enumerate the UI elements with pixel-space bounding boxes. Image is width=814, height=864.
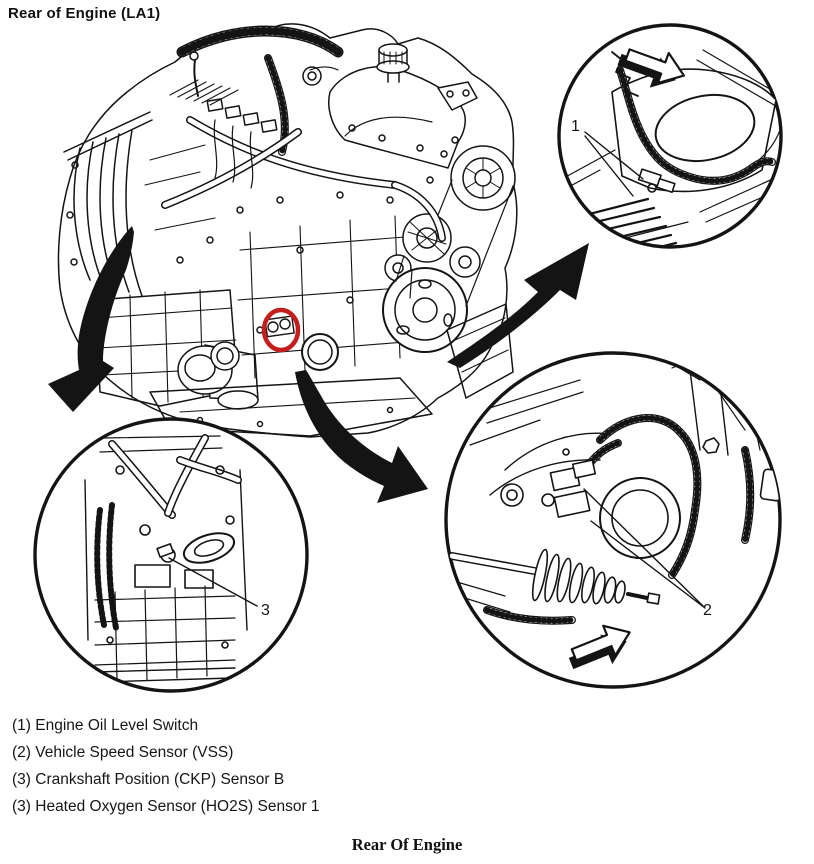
callout-2-leader-lines bbox=[583, 488, 706, 609]
red-marker-circle bbox=[261, 307, 301, 353]
flow-arrow-to-callout-1 bbox=[447, 243, 589, 368]
callout-3-leader-line bbox=[168, 557, 258, 607]
engine-illustration bbox=[57, 23, 518, 438]
figure-caption: Rear Of Engine bbox=[351, 835, 463, 854]
legend-item-ckp-sensor: (3) Crankshaft Position (CKP) Sensor B bbox=[12, 771, 285, 788]
block-arrow-right-icon bbox=[617, 48, 686, 88]
ckp-sensor-marker bbox=[261, 307, 301, 353]
flow-arrow-to-callout-2 bbox=[295, 370, 428, 503]
callout-1-detail-circle bbox=[557, 23, 783, 249]
legend-item-ho2s-sensor: (3) Heated Oxygen Sensor (HO2S) Sensor 1 bbox=[12, 798, 320, 815]
callout-2-detail-circle bbox=[444, 351, 782, 689]
callout-3-number: 3 bbox=[261, 602, 270, 619]
legend-item-vss: (2) Vehicle Speed Sensor (VSS) bbox=[12, 744, 234, 761]
callout-2-number: 2 bbox=[703, 602, 712, 619]
legend: (1) Engine Oil Level Switch (2) Vehicle … bbox=[12, 712, 320, 820]
flow-arrow-to-callout-3 bbox=[48, 226, 134, 412]
callout-1-leader-lines bbox=[584, 131, 644, 197]
legend-item-oil-level-switch: (1) Engine Oil Level Switch bbox=[12, 717, 199, 734]
callout-1-number: 1 bbox=[571, 118, 580, 135]
page-title: Rear of Engine (LA1) bbox=[8, 5, 161, 22]
block-arrow-right-icon bbox=[568, 624, 631, 670]
callout-3-detail-circle bbox=[33, 417, 309, 693]
